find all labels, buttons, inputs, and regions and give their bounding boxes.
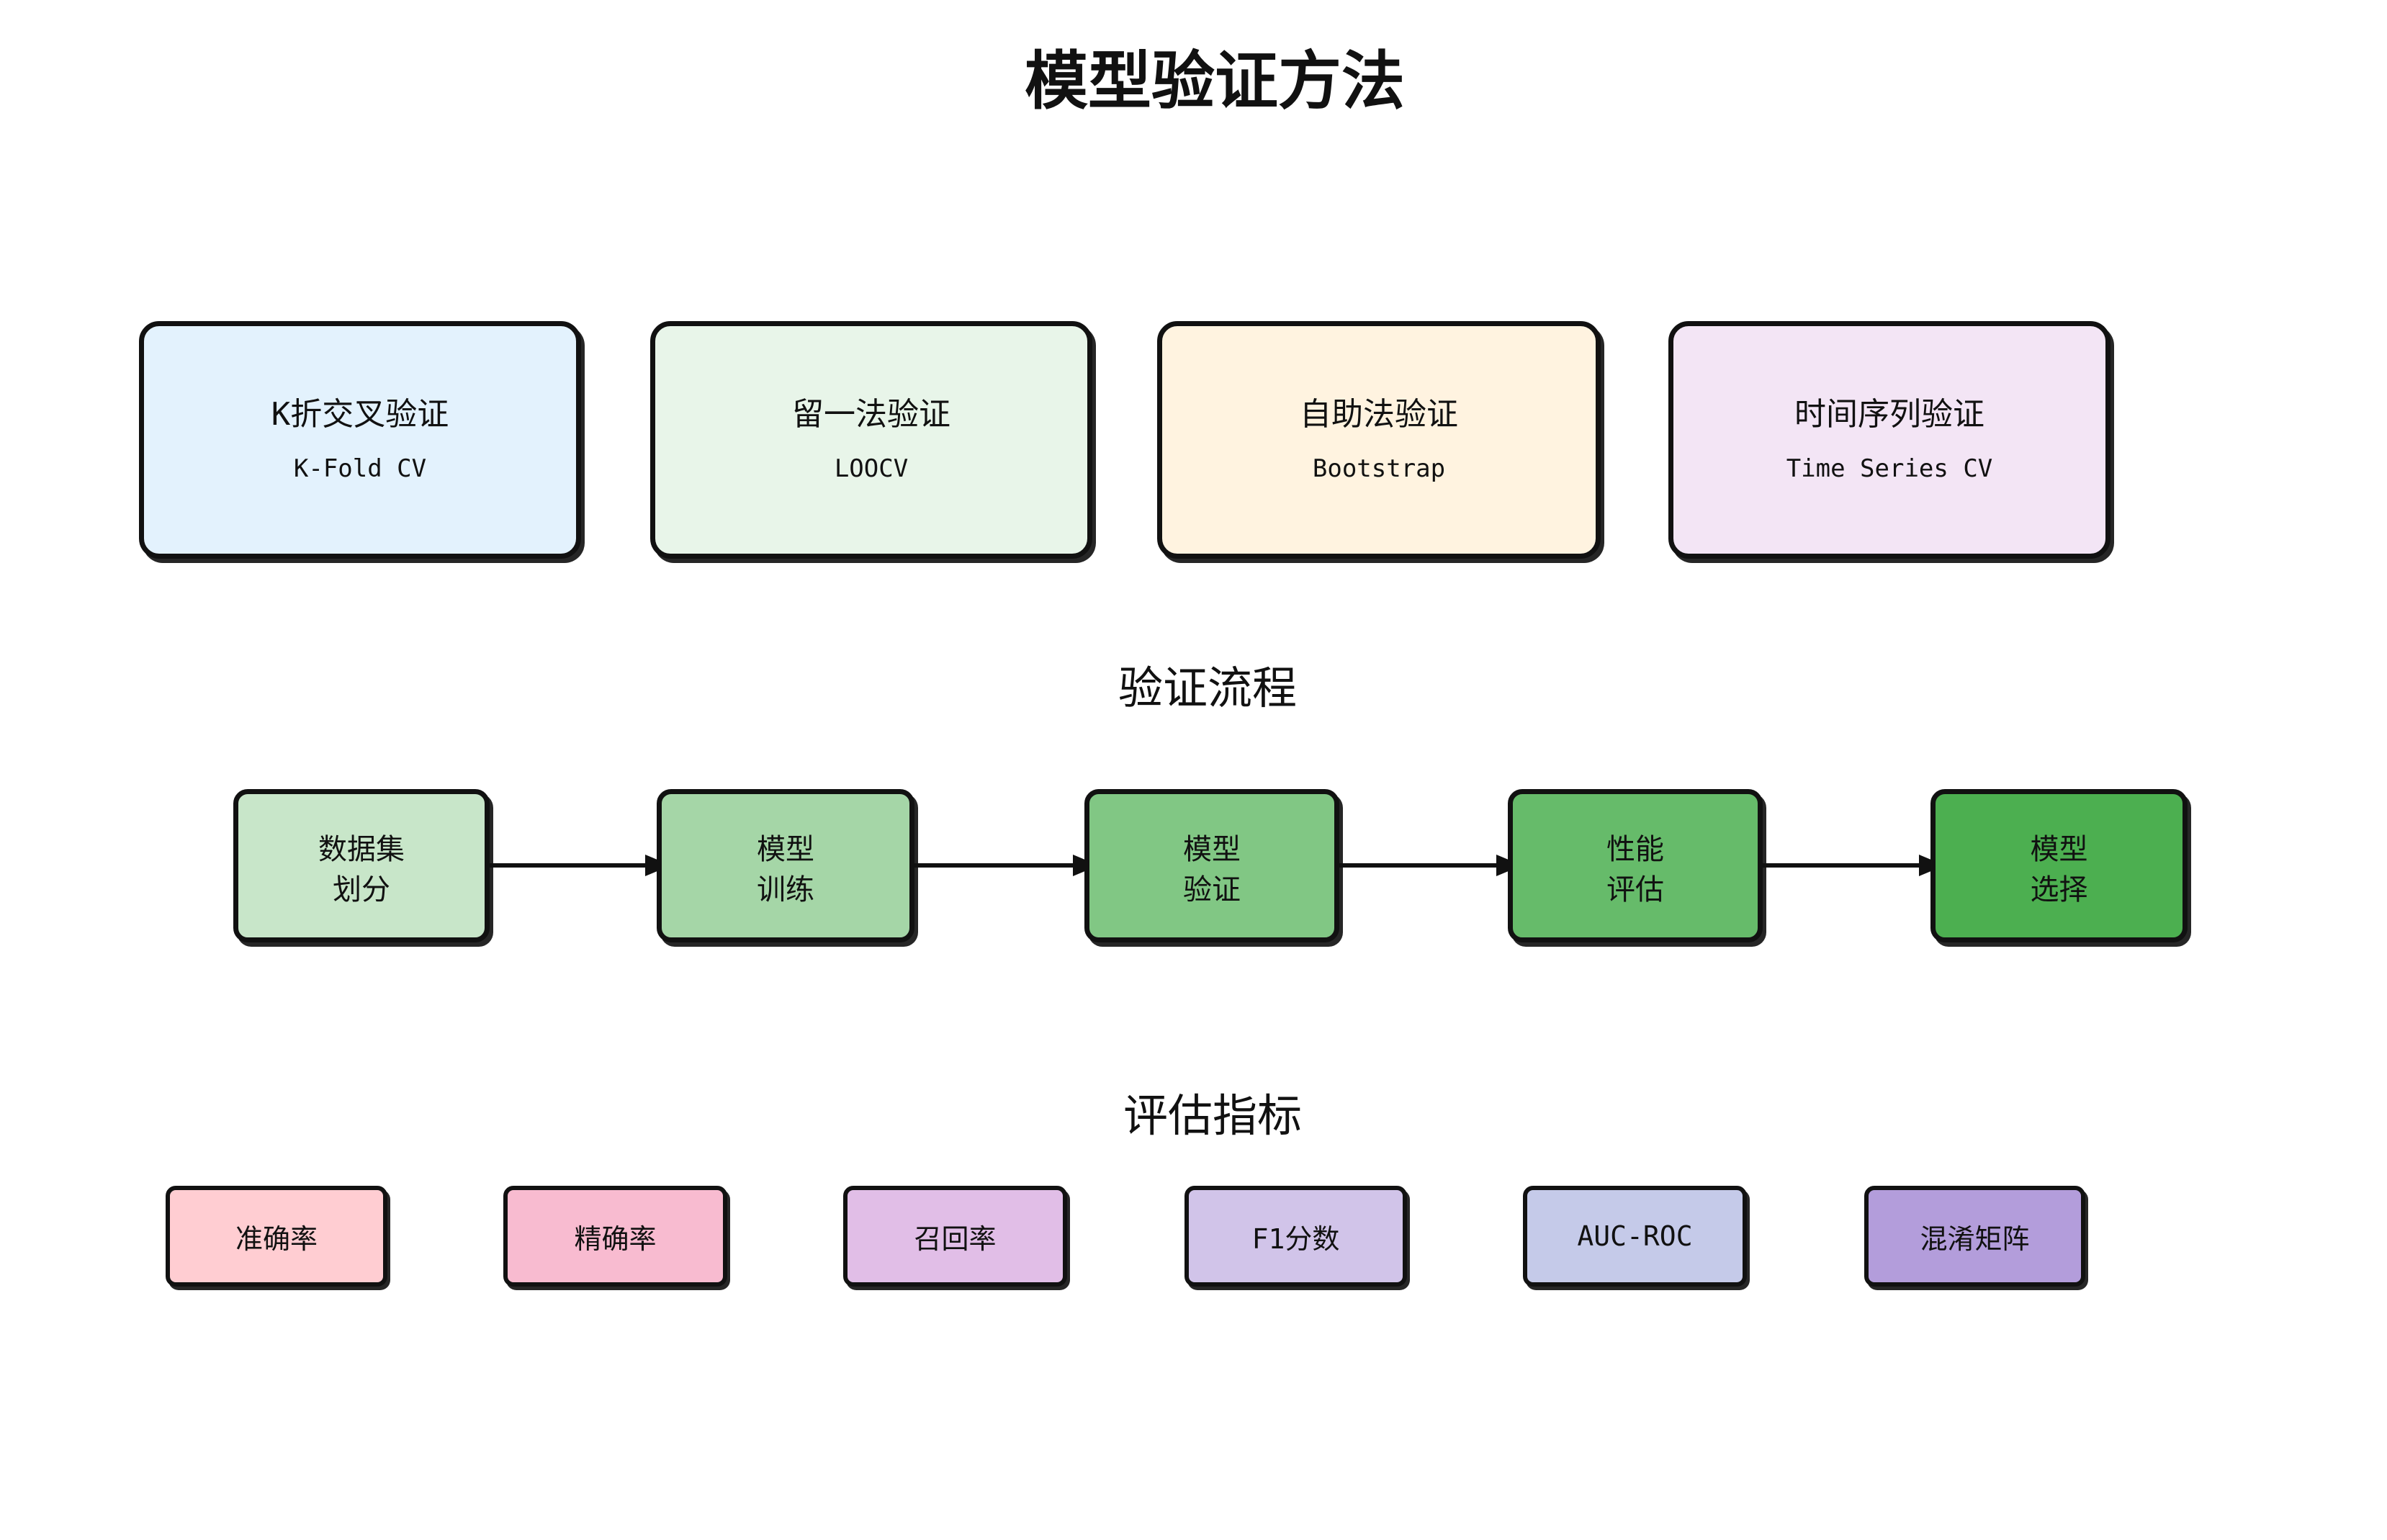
method-card-loocv: 留一法验证 LOOCV bbox=[650, 321, 1092, 559]
method-card-bootstrap: 自助法验证 Bootstrap bbox=[1157, 321, 1601, 559]
method-card-time-series-cv: 时间序列验证 Time Series CV bbox=[1668, 321, 2110, 559]
metric-chip-f1-score: F1分数 bbox=[1184, 1186, 1407, 1287]
flow-step-model-selection: 模型 选择 bbox=[1930, 789, 2188, 942]
flow-step-model-validation: 模型 验证 bbox=[1084, 789, 1339, 942]
page-title: 模型验证方法 bbox=[1024, 44, 1406, 118]
metric-chip-confusion-matrix: 混淆矩阵 bbox=[1864, 1186, 2085, 1287]
flow-step-model-training: 模型 训练 bbox=[657, 789, 914, 942]
metric-chip-recall: 召回率 bbox=[843, 1186, 1067, 1287]
method-card-title: 自助法验证 bbox=[1300, 396, 1458, 433]
flow-step-dataset-split: 数据集 划分 bbox=[233, 789, 490, 942]
flow-arrow-4 bbox=[1763, 863, 1919, 868]
method-card-subtitle: Bootstrap bbox=[1312, 454, 1446, 483]
method-card-title: K折交叉验证 bbox=[271, 396, 449, 433]
metric-chip-accuracy: 准确率 bbox=[166, 1186, 387, 1287]
metric-chip-auc-roc: AUC-ROC bbox=[1523, 1186, 1747, 1287]
flow-section-heading: 验证流程 bbox=[1118, 662, 1298, 714]
metrics-section-heading: 评估指标 bbox=[1123, 1089, 1303, 1142]
method-card-title: 时间序列验证 bbox=[1794, 396, 1984, 433]
method-card-subtitle: LOOCV bbox=[834, 454, 909, 483]
flow-arrow-1 bbox=[490, 863, 645, 868]
method-card-subtitle: K-Fold CV bbox=[293, 454, 427, 483]
flow-step-performance-evaluation: 性能 评估 bbox=[1508, 789, 1763, 942]
flow-arrow-2 bbox=[914, 863, 1073, 868]
method-card-title: 留一法验证 bbox=[792, 396, 950, 433]
flow-arrow-3 bbox=[1339, 863, 1496, 868]
method-card-subtitle: Time Series CV bbox=[1786, 454, 1993, 483]
method-card-kfold-cv: K折交叉验证 K-Fold CV bbox=[139, 321, 581, 559]
metric-chip-precision: 精确率 bbox=[503, 1186, 727, 1287]
